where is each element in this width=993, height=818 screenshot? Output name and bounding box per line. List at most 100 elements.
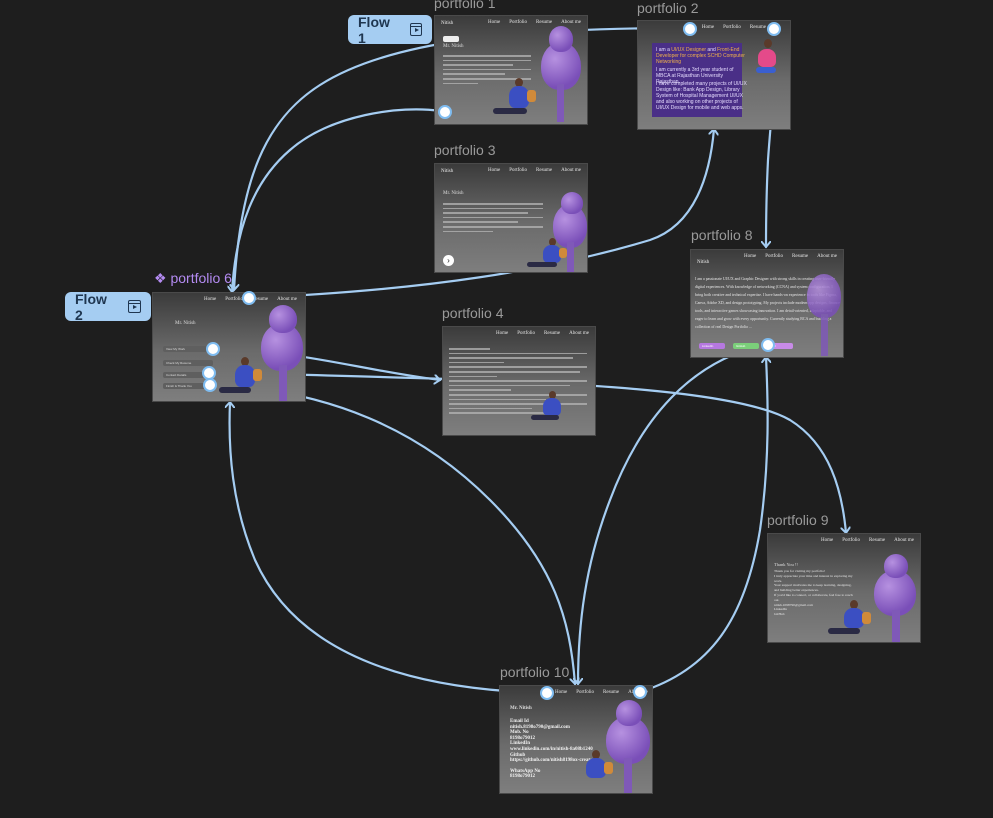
component-icon: ❖ — [154, 270, 171, 286]
frame-label-portfolio-4[interactable]: portfolio 4 — [442, 305, 504, 321]
top-nav: Home Portfolio Resume About me — [744, 254, 837, 259]
tree-illustration — [261, 301, 305, 401]
p6-finish-hotspot[interactable] — [203, 378, 217, 392]
brand-name: Nitish — [441, 21, 454, 26]
nav-about[interactable]: About me — [817, 254, 837, 259]
frame-label-portfolio-6[interactable]: ❖ portfolio 6 — [154, 270, 232, 286]
nav-resume[interactable]: Resume — [749, 25, 766, 30]
check-resume-button[interactable]: Check My Resume — [163, 360, 213, 366]
nav-home[interactable]: Home — [701, 25, 715, 30]
frame-portfolio-9[interactable]: Home Portfolio Resume About me Thank You… — [767, 533, 921, 643]
intro-line-1: I am a UI/UX Designer and Front-End Deve… — [656, 47, 745, 65]
reading-person-illustration — [531, 389, 571, 429]
nav-home[interactable]: Home — [821, 538, 834, 543]
nav-resume[interactable]: Resume — [252, 297, 269, 302]
reading-person-illustration — [219, 353, 269, 401]
finish-thank-you-button[interactable]: Finish & Thank You — [163, 383, 213, 389]
tree-illustration — [874, 544, 918, 642]
nav-home[interactable]: Home — [496, 331, 509, 336]
about-paragraph: I am a passionate UI/UX and Graphic Desi… — [695, 277, 841, 329]
frame-portfolio-10[interactable]: Home Portfolio Resume About me Mr. Nitis… — [499, 685, 653, 794]
nav-resume[interactable]: Resume — [792, 254, 809, 259]
top-nav: Home Portfolio Resume About me — [821, 538, 914, 543]
intro-highlight-box — [652, 43, 742, 117]
nav-portfolio[interactable]: Portfolio — [842, 538, 861, 543]
p10-home-hotspot[interactable] — [540, 686, 554, 700]
frame-portfolio-2[interactable]: Home Portfolio Resume I am a UI/UX Desig… — [637, 20, 791, 130]
frame-portfolio-4[interactable]: Home Portfolio Resume About me — [442, 326, 596, 436]
tree-illustration — [539, 22, 583, 122]
flow-1-start-hotspot[interactable] — [438, 105, 452, 119]
frame-label-portfolio-1[interactable]: portfolio 1 — [434, 0, 496, 11]
nav-portfolio[interactable]: Portfolio — [225, 297, 244, 302]
connector-p8-to-p10 — [578, 342, 770, 684]
nav-about[interactable]: About me — [569, 331, 589, 336]
frame-label-portfolio-3[interactable]: portfolio 3 — [434, 142, 496, 158]
play-flow-icon — [409, 23, 422, 36]
tree-illustration — [606, 694, 652, 793]
reading-person-illustration — [828, 596, 878, 642]
p2-resume-hotspot[interactable] — [767, 22, 781, 36]
linkedin-button[interactable]: LinkedIn — [699, 343, 725, 349]
nav-portfolio[interactable]: Portfolio — [576, 690, 595, 695]
frame-label-portfolio-2[interactable]: portfolio 2 — [637, 0, 699, 16]
next-arrow-icon[interactable]: › — [443, 255, 454, 266]
frame-label-portfolio-9[interactable]: portfolio 9 — [767, 512, 829, 528]
nav-about[interactable]: About me — [277, 297, 297, 302]
top-nav: Home Portfolio Resume — [702, 25, 766, 30]
nav-about[interactable]: About me — [561, 168, 581, 173]
nav-portfolio[interactable]: Portfolio — [509, 168, 528, 173]
nav-home[interactable]: Home — [555, 690, 568, 695]
p6-view-work-hotspot[interactable] — [206, 342, 220, 356]
page-heading: Mr. Nitish — [443, 44, 464, 49]
reading-person-illustration — [527, 236, 573, 272]
intro-text — [443, 52, 531, 87]
nav-resume[interactable]: Resume — [603, 690, 620, 695]
nav-portfolio[interactable]: Portfolio — [765, 254, 784, 259]
frame-portfolio-3[interactable]: Nitish Home Portfolio Resume About me Mr… — [434, 163, 588, 273]
contact-details-button[interactable]: Contact Details — [163, 372, 213, 378]
tree-illustration — [807, 262, 841, 356]
flow-2-label: Flow 2 — [75, 290, 107, 323]
connector-p10-to-p6 — [230, 402, 549, 695]
frame-label-portfolio-10[interactable]: portfolio 10 — [500, 664, 570, 680]
portfolio-project-list — [449, 345, 587, 417]
flow-2-button[interactable]: Flow 2 — [65, 290, 151, 323]
frame-portfolio-6[interactable]: Home Portfolio Resume About me Mr. Nitis… — [152, 292, 306, 402]
page-heading: Mr. Nitish — [443, 191, 464, 196]
hello-badge — [443, 36, 459, 42]
connector-p10-to-p8 — [638, 357, 768, 694]
top-nav: Home Portfolio Resume About me — [496, 331, 589, 336]
p10-about-hotspot[interactable] — [633, 685, 647, 699]
github-button[interactable]: GitHub — [733, 343, 759, 349]
nav-about[interactable]: About me — [561, 20, 581, 25]
nav-home[interactable]: Home — [488, 20, 501, 25]
nav-resume[interactable]: Resume — [536, 168, 553, 173]
frame-portfolio-1[interactable]: Nitish Home Portfolio Resume About me Mr… — [434, 15, 588, 125]
nav-resume[interactable]: Resume — [869, 538, 886, 543]
nav-resume[interactable]: Resume — [536, 20, 553, 25]
nav-home[interactable]: Home — [488, 168, 501, 173]
thank-you-text: Thank you for visiting my portfolio! I t… — [774, 569, 853, 617]
flow-1-button[interactable]: Flow 1 — [348, 13, 432, 46]
frame-label-portfolio-8[interactable]: portfolio 8 — [691, 227, 753, 243]
nav-resume[interactable]: Resume — [544, 331, 561, 336]
reading-person-illustration — [493, 74, 543, 122]
nav-home[interactable]: Home — [204, 297, 217, 302]
flow-1-label: Flow 1 — [358, 13, 390, 46]
top-nav: Home Portfolio Resume About me — [488, 168, 581, 173]
nav-about[interactable]: About me — [894, 538, 914, 543]
p8-link-hotspot[interactable] — [761, 338, 775, 352]
p2-portfolio-hotspot[interactable] — [683, 22, 697, 36]
page-heading: Mr. Nitish — [510, 706, 532, 711]
nav-portfolio[interactable]: Portfolio — [509, 20, 528, 25]
nav-portfolio[interactable]: Portfolio — [723, 25, 741, 30]
reading-person-illustration — [572, 746, 618, 792]
nav-home[interactable]: Home — [744, 254, 757, 259]
brand-name: Nitish — [697, 260, 710, 265]
intro-text — [443, 200, 543, 235]
p6-portfolio-hotspot[interactable] — [242, 291, 256, 305]
view-work-button[interactable]: View My Work — [163, 346, 213, 352]
nav-portfolio[interactable]: Portfolio — [517, 331, 536, 336]
contact-details: Email Id nitish.8198o790@gmail.com Mob. … — [510, 719, 593, 780]
